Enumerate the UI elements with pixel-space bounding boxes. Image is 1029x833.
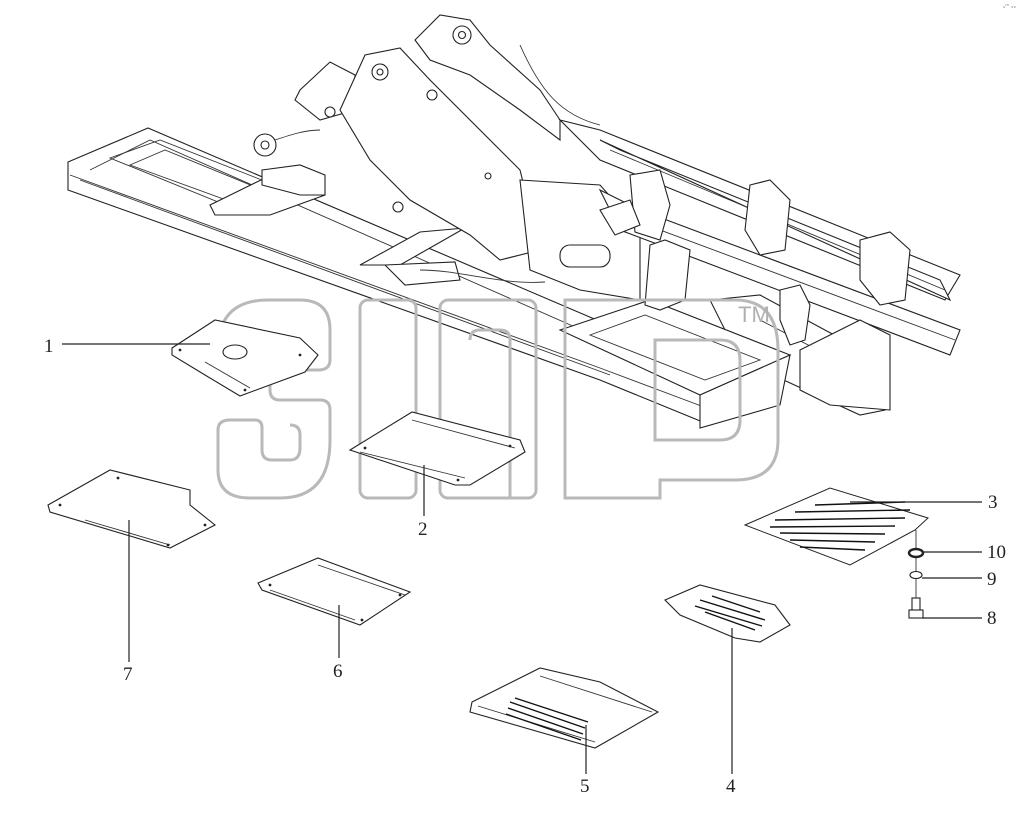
brand-watermark: TM: [216, 298, 780, 500]
main-frame-drawing: [67, 14, 961, 429]
svg-text:7: 7: [123, 664, 133, 685]
part-1-plate: [171, 319, 319, 397]
svg-text:6: 6: [333, 661, 343, 682]
part-8-bolt: [908, 597, 924, 619]
callout-3: 3: [850, 492, 998, 513]
part-7-plate: [47, 469, 217, 549]
part-4-vented-plate: [664, 584, 791, 643]
part-5-vented-plate: [469, 667, 660, 749]
callout-8: 8: [922, 608, 997, 629]
svg-text:2: 2: [418, 519, 428, 540]
svg-text:4: 4: [726, 776, 736, 797]
part-10-nut: [907, 547, 925, 559]
callout-6: 6: [333, 605, 343, 682]
corner-mark: ᵤᵐ ᵥᵥ: [1003, 3, 1017, 10]
part-3-grille-plate: [743, 487, 929, 566]
svg-text:9: 9: [987, 569, 997, 590]
callout-4: 4: [726, 628, 736, 797]
callout-2: 2: [418, 465, 428, 540]
svg-text:10: 10: [987, 542, 1006, 563]
svg-text:5: 5: [580, 776, 590, 797]
svg-text:8: 8: [987, 608, 997, 629]
part-4-vent-slots: [694, 595, 766, 631]
svg-text:3: 3: [988, 492, 998, 513]
fastener-stack: [907, 530, 925, 619]
part-5-vent-slots: [505, 697, 589, 741]
part-2-plate: [348, 411, 526, 486]
callout-9: 9: [922, 569, 997, 590]
callout-10: 10: [923, 542, 1006, 563]
callout-1: 1: [44, 336, 210, 357]
watermark-trademark: TM: [738, 302, 770, 327]
part-6-plate: [257, 557, 412, 626]
part-9-washer: [909, 570, 923, 580]
svg-text:1: 1: [44, 336, 54, 357]
callout-7: 7: [123, 520, 133, 685]
callout-5: 5: [580, 725, 590, 797]
